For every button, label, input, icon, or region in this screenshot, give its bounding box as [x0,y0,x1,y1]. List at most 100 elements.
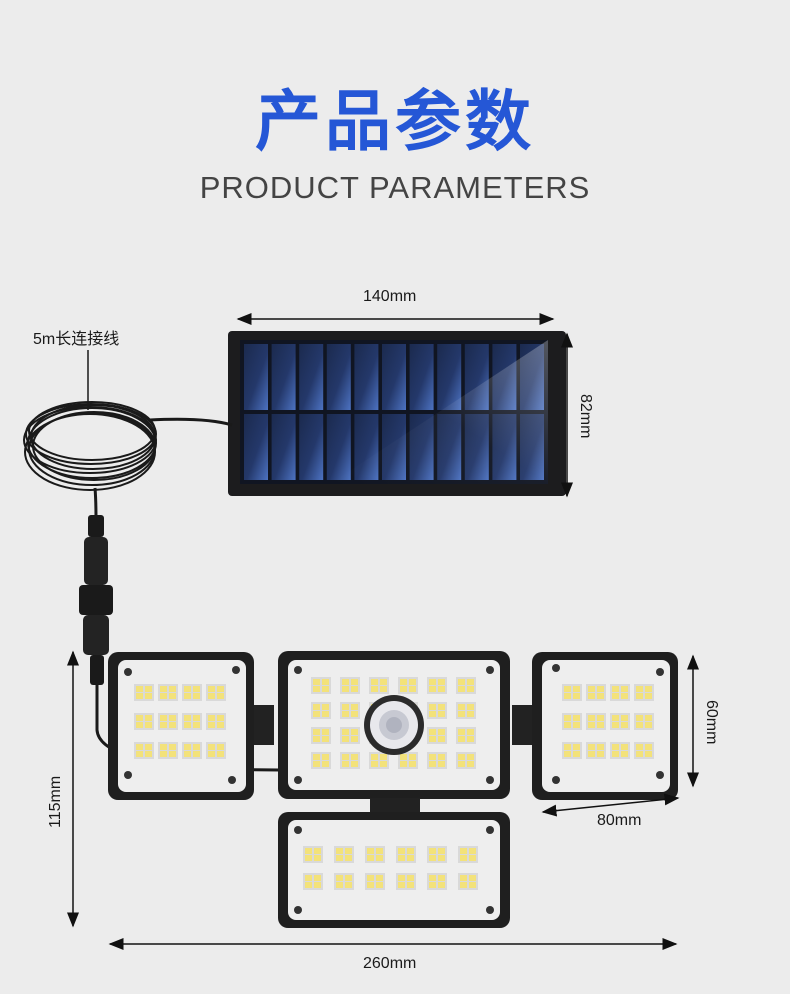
led-chip-cell [636,744,643,750]
led-chip-cell [409,686,416,692]
led-chip-cell [136,686,143,692]
led-chip-cell [380,679,387,685]
led-chip-cell [314,848,321,854]
led-chip-cell [564,722,571,728]
cable-label: 5m长连接线 [33,331,120,348]
led-chip-cell [467,736,474,742]
led-chip-cell [342,704,349,710]
solar-cell [409,344,434,410]
led-chip-cell [313,686,320,692]
led-chip-cell [429,855,436,861]
led-chip-cell [367,855,374,861]
led-chip-cell [645,722,652,728]
led-chip-cell [136,744,143,750]
led-chip-cell [612,751,619,757]
led-chip-cell [305,848,312,854]
led-chip-cell [371,754,378,760]
led-chip-cell [342,729,349,735]
led-chip-cell [160,693,167,699]
led-chip-cell [351,729,358,735]
panel-height-label: 82mm [577,394,594,439]
led-chip-cell [351,736,358,742]
led-chip-cell [184,686,191,692]
led-chip-cell [612,722,619,728]
led-chip-cell [145,722,152,728]
led-chip-cell [345,875,352,881]
led-chip-cell [573,751,580,757]
led-chip-cell [564,686,571,692]
led-chip-cell [429,761,436,767]
left-lamp [108,652,274,800]
bottom-lamp [278,798,510,928]
led-chip-cell [429,704,436,710]
dimension-lines [67,313,699,950]
led-chip-cell [380,754,387,760]
side-height-label: 60mm [703,700,720,745]
led-chip-cell [612,686,619,692]
center-lamp [278,651,510,799]
led-chip-cell [217,722,224,728]
led-chip-cell [193,722,200,728]
led-chip-cell [314,875,321,881]
led-chip-cell [145,693,152,699]
led-chip-cell [136,715,143,721]
led-chip-cell [367,848,374,854]
led-chip-cell [305,855,312,861]
led-chip-cell [193,686,200,692]
solar-cell [244,344,268,410]
led-chip-cell [169,686,176,692]
led-chip-cell [380,761,387,767]
led-chip-cell [645,715,652,721]
led-chip-cell [467,761,474,767]
led-chip-cell [469,848,476,854]
led-chip-cell [588,744,595,750]
led-chip-cell [322,679,329,685]
led-chip-cell [407,848,414,854]
led-chip-cell [469,875,476,881]
led-chip-cell [409,761,416,767]
led-chip-cell [193,751,200,757]
led-chip-cell [588,715,595,721]
led-chip-cell [376,882,383,888]
led-chip-cell [342,754,349,760]
led-chip-cell [345,882,352,888]
solar-cell [244,414,268,480]
led-chip-cell [371,679,378,685]
solar-cell [354,344,379,410]
led-chip-cell [597,686,604,692]
led-chip-cell [322,754,329,760]
panel-width-label: 140mm [363,288,417,305]
solar-panel [228,331,566,496]
side-width-line [541,793,680,817]
led-chip-cell [145,686,152,692]
led-chip-cell [429,686,436,692]
led-chip-cell [597,744,604,750]
led-chip-cell [313,736,320,742]
led-chip-cell [458,736,465,742]
solar-cell [271,414,296,480]
led-chip-cell [460,875,467,881]
led-chip-cell [438,882,445,888]
led-chip-cell [460,848,467,854]
led-chip-cell [573,686,580,692]
led-chip-cell [342,686,349,692]
led-chip-cell [467,679,474,685]
led-chip-cell [438,875,445,881]
led-chip-cell [193,693,200,699]
led-chip-cell [645,744,652,750]
led-chip-cell [336,875,343,881]
solar-cell [382,344,406,410]
led-chip-cell [367,875,374,881]
led-chip-cell [322,736,329,742]
led-chip-cell [469,882,476,888]
right-lamp [512,652,678,800]
led-chip-cell [160,744,167,750]
led-chip-cell [573,722,580,728]
led-chip-cell [136,751,143,757]
led-chip-cell [367,882,374,888]
led-chip-cell [588,693,595,699]
led-chip-cell [398,855,405,861]
solar-cell [437,344,462,410]
led-chip-cell [597,751,604,757]
led-chip-cell [621,715,628,721]
